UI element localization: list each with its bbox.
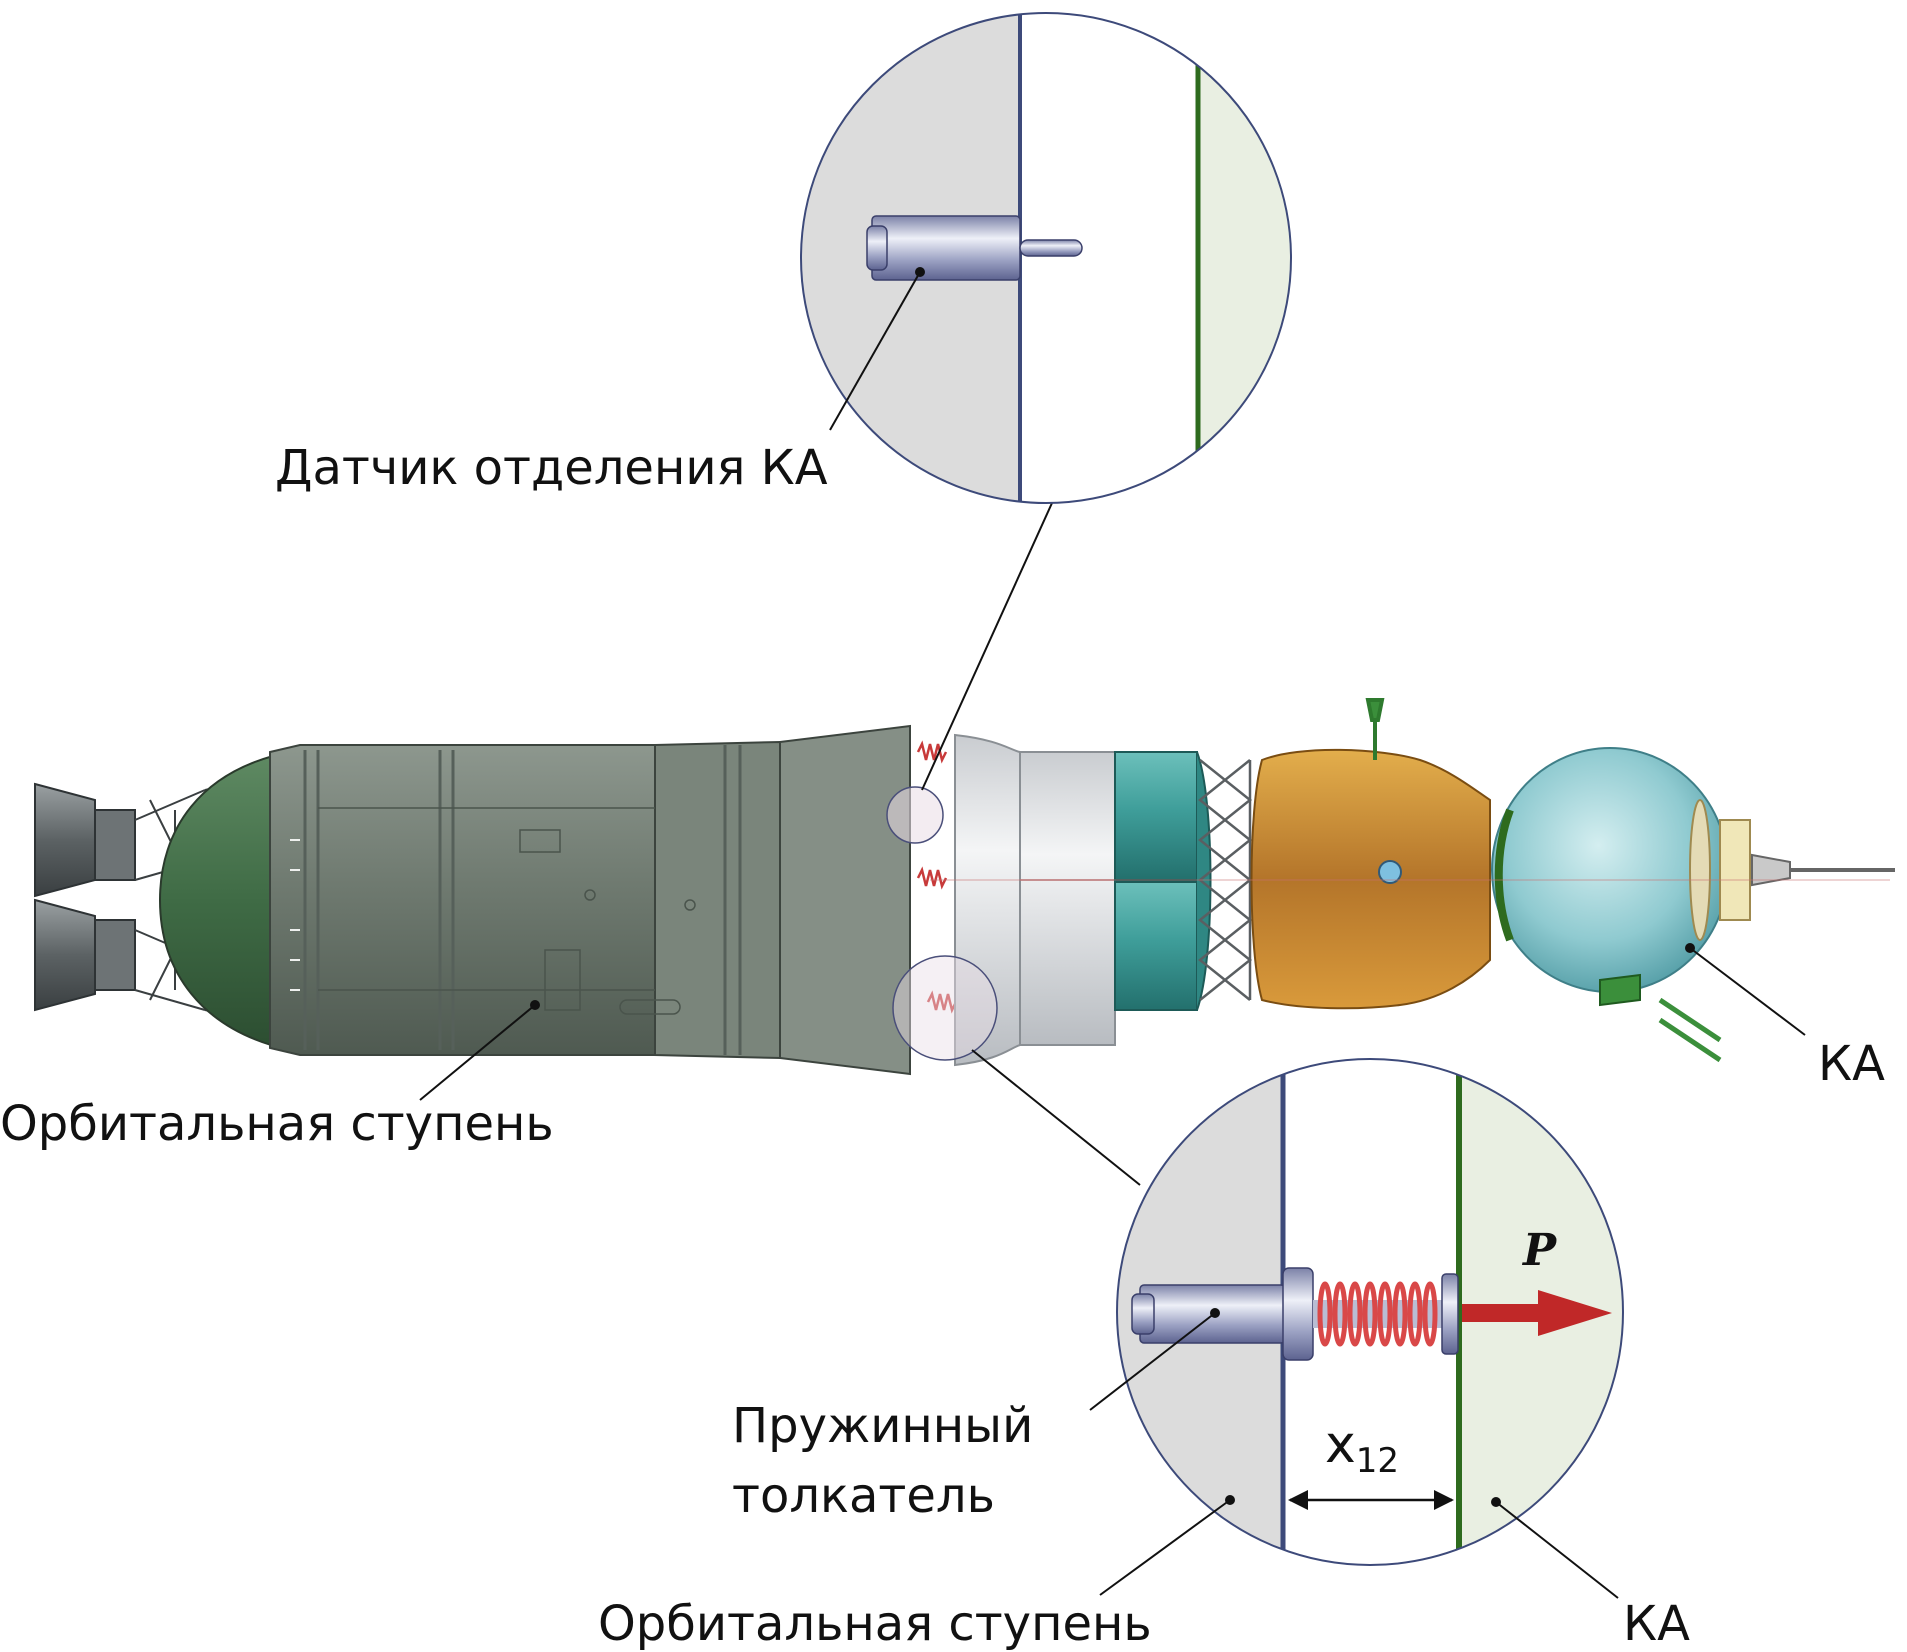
- spring-pushers-main: [916, 740, 958, 1014]
- spacecraft-main-label: КА: [1818, 1036, 1885, 1092]
- stage-leader: [419, 1004, 536, 1101]
- gap-subscript: 12: [1356, 1441, 1399, 1481]
- zoom-marker-pusher: [892, 955, 998, 1061]
- teal-ring-section: [1114, 751, 1212, 1011]
- spacecraft-detail-label: КА: [1623, 1596, 1690, 1652]
- sensor-leader: [829, 271, 921, 431]
- spacecraft-detail-leader: [1495, 1501, 1619, 1599]
- stage-detail-leader: [1099, 1499, 1231, 1596]
- sensor-detail-view: [800, 12, 1292, 504]
- connector-bottom: [971, 1049, 1141, 1186]
- spacecraft-leader: [1689, 947, 1806, 1036]
- stage-detail-label: Орбитальная ступень: [598, 1596, 1152, 1652]
- connector-top: [921, 502, 1053, 791]
- gap-label: x12: [1325, 1415, 1399, 1481]
- zoom-marker-sensor: [886, 786, 944, 844]
- stage-dome: [158, 750, 291, 1052]
- orbital-stage-body: [269, 724, 911, 1076]
- spacecraft-assembly: [34, 698, 1895, 1076]
- pusher-detail-view: P x12: [1116, 1058, 1624, 1566]
- descent-module: [1250, 748, 1491, 1010]
- force-arrow: [1462, 1290, 1612, 1336]
- separation-sensor: [866, 215, 1083, 281]
- pusher-label-line1: Пружинный: [732, 1398, 1033, 1454]
- spring-pusher: [1131, 1267, 1459, 1361]
- sensor-label: Датчик отделения КА: [275, 440, 828, 496]
- pusher-label-line2: толкатель: [732, 1468, 995, 1524]
- pusher-leader: [1089, 1312, 1216, 1411]
- force-label: P: [1521, 1225, 1558, 1276]
- gap-symbol: x: [1325, 1415, 1356, 1475]
- stage-main-label: Орбитальная ступень: [0, 1096, 554, 1152]
